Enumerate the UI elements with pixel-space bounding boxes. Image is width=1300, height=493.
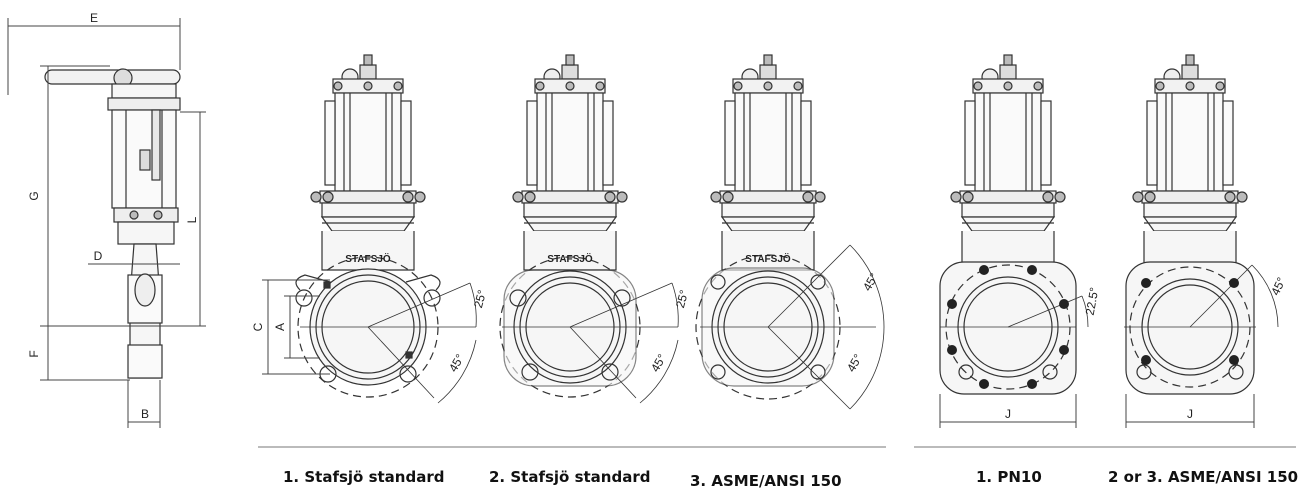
dim-J-label: J: [1187, 407, 1193, 421]
caption-view-2: 2. Stafsjö standard: [489, 468, 651, 486]
side-dimensions: [7, 18, 206, 428]
dim-A-label: A: [273, 323, 287, 331]
caption-view-3: 3. ASME/ANSI 150: [690, 472, 842, 490]
front-view-5: 45° J: [1124, 54, 1289, 428]
dim-F-label: F: [27, 350, 41, 357]
angle-bottom-label: 45°: [844, 351, 865, 374]
brand-label: STAFSJÖ: [547, 252, 593, 265]
dim-E-label: E: [90, 11, 98, 25]
caption-view-4: 1. PN10: [976, 468, 1042, 486]
front-view-1: STAFSJÖ C A 25° 45°: [251, 54, 489, 404]
caption-view-1: 1. Stafsjö standard: [283, 468, 445, 486]
dim-G-label: G: [27, 191, 41, 200]
dim-J-label: J: [1005, 407, 1011, 421]
dim-B-label: B: [141, 407, 149, 421]
front-view-3: STAFSJÖ 45° 45°: [695, 54, 885, 410]
side-view: [44, 68, 181, 379]
angle-bottom-label: 45°: [648, 351, 669, 374]
angle-bottom-label: 45°: [446, 351, 467, 374]
dim-C-label: C: [251, 322, 265, 331]
dim-L-label: L: [185, 216, 199, 223]
brand-label: STAFSJÖ: [745, 252, 791, 265]
caption-view-5: 2 or 3. ASME/ANSI 150: [1108, 468, 1299, 486]
angle-top-label: 22.5°: [1083, 286, 1102, 316]
angle-top-label: 25°: [471, 288, 489, 309]
front-view-4: 22.5° J: [939, 54, 1102, 428]
dim-D-label: D: [94, 249, 103, 263]
angle-top-label: 25°: [673, 288, 691, 309]
front-view-2: STAFSJÖ 25° 45°: [499, 54, 691, 404]
brand-label: STAFSJÖ: [345, 252, 391, 265]
